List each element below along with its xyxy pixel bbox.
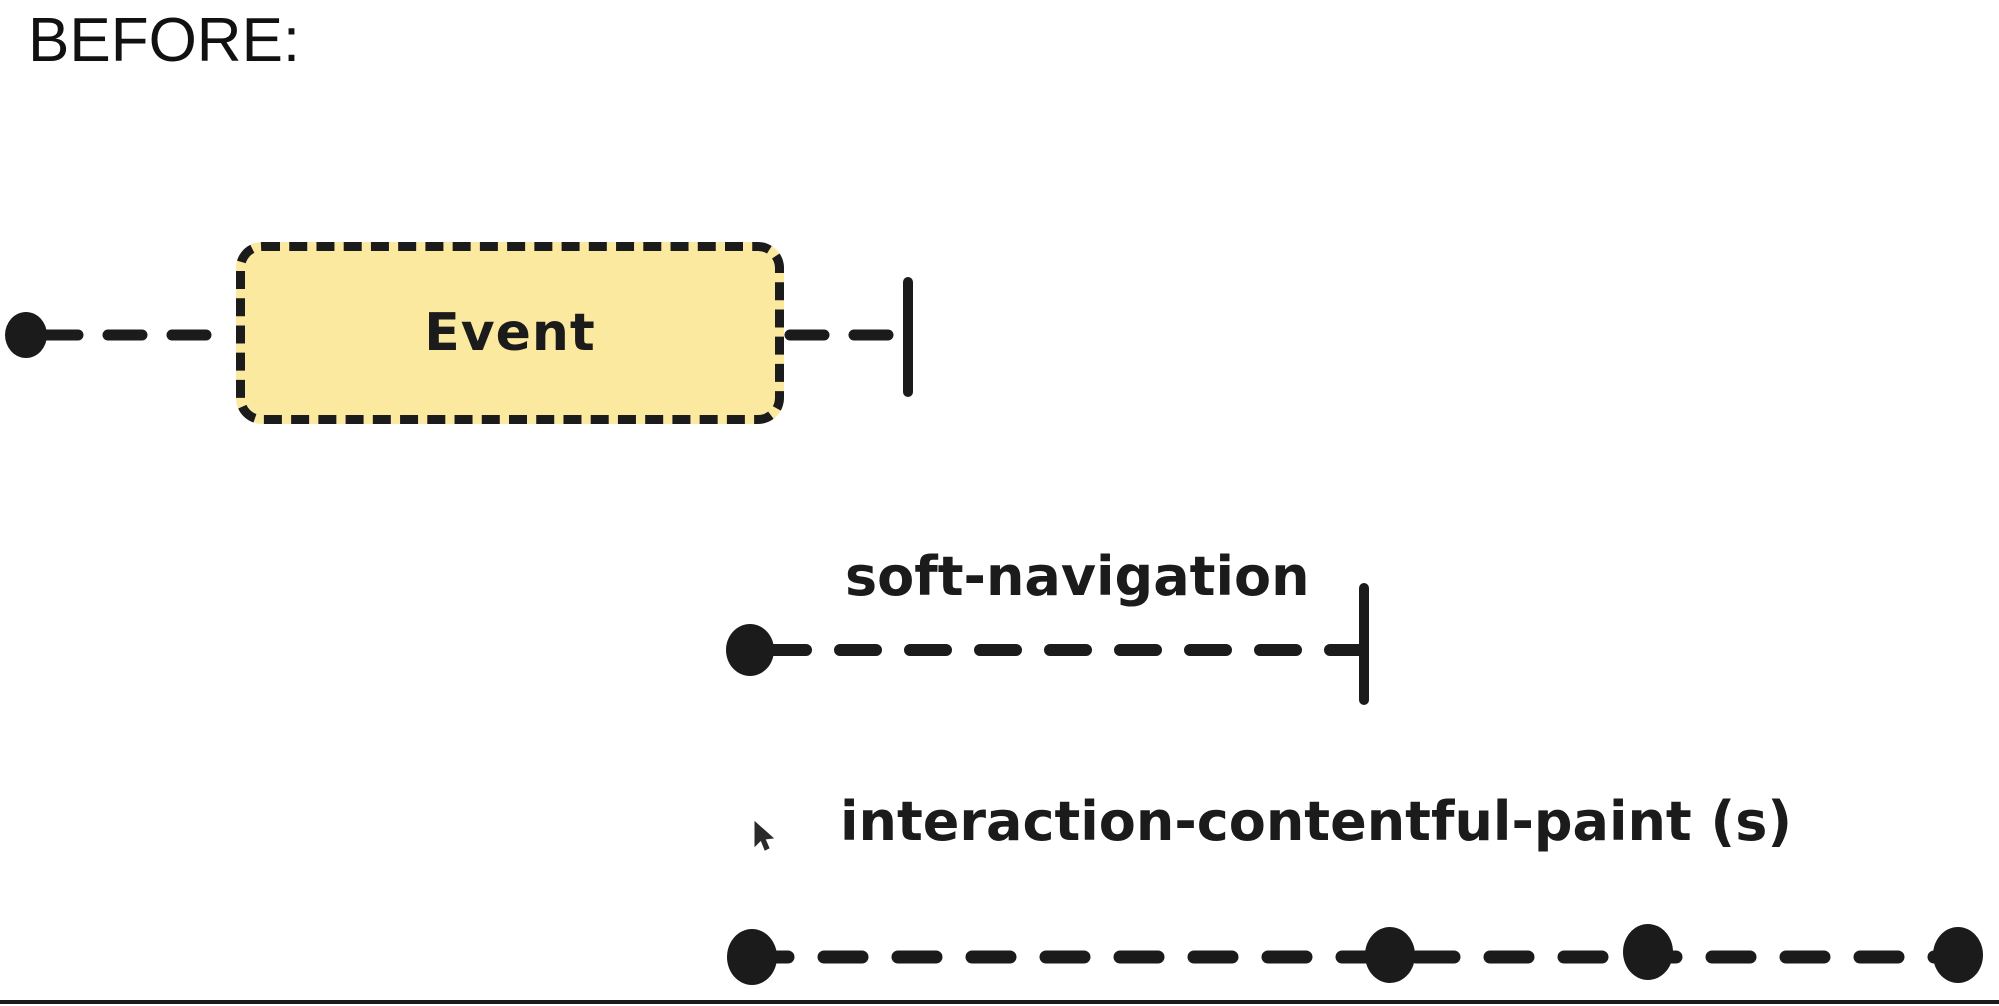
page-title: BEFORE: <box>28 6 301 75</box>
event-box <box>236 242 784 424</box>
event-box-label: Event <box>424 303 596 363</box>
icp-timeline-dot-4 <box>1933 927 1983 983</box>
icp-timeline-dot-1 <box>727 929 777 985</box>
icp-timeline-dot-2 <box>1365 927 1415 983</box>
event-timeline-start-dot <box>5 312 47 358</box>
soft-navigation-start-dot <box>726 624 774 676</box>
icp-timeline-dot-3 <box>1623 924 1673 980</box>
mouse-pointer-icon <box>754 820 775 851</box>
interaction-contentful-paint-label: interaction-contentful-paint (s) <box>840 790 1793 853</box>
soft-navigation-label: soft-navigation <box>845 545 1310 608</box>
